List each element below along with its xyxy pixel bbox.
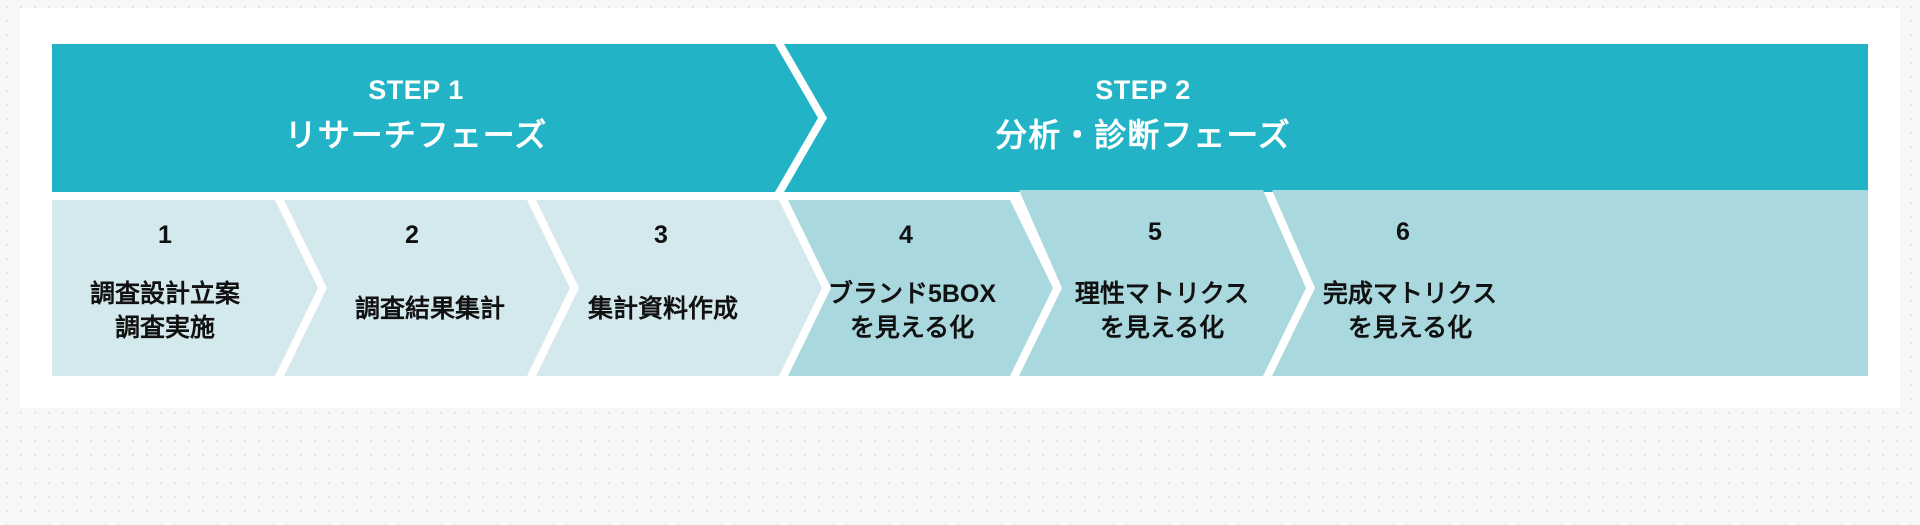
step-4-label-line-2: を見える化 xyxy=(850,314,974,342)
step-6-shape[interactable] xyxy=(1272,190,1868,376)
step-2-number: 2 xyxy=(405,221,419,249)
step-4-label-line-1: ブランド5BOX xyxy=(828,279,996,308)
step-5-number: 5 xyxy=(1148,218,1162,246)
step-5-shape[interactable] xyxy=(1019,190,1306,376)
phase-2-step-label: STEP 2 xyxy=(1095,75,1191,105)
phase-1-step-label: STEP 1 xyxy=(368,75,464,105)
step-4-number: 4 xyxy=(899,221,913,249)
step-1-label-line-1: 調査設計立案 xyxy=(90,279,241,308)
step-6-number: 6 xyxy=(1396,218,1410,246)
phase-1-header-shape[interactable] xyxy=(52,44,818,192)
step-2-label-line-1: 調査結果集計 xyxy=(355,294,505,323)
step-3-shape[interactable] xyxy=(536,200,822,376)
step-3-number: 3 xyxy=(654,221,668,249)
step-2-shape[interactable] xyxy=(284,200,570,376)
step-5-label-line-2: を見える化 xyxy=(1100,314,1224,342)
step-6-label-line-1: 完成マトリクス xyxy=(1323,279,1497,308)
step-4-shape[interactable] xyxy=(788,200,1053,376)
phase-2-name: 分析・診断フェーズ xyxy=(995,117,1290,153)
phase-header-band: STEP 1 リサーチフェーズ STEP 2 分析・診断フェーズ xyxy=(52,44,1868,192)
phase-1-name: リサーチフェーズ xyxy=(285,117,547,153)
step-1-number: 1 xyxy=(158,221,172,249)
step-1-label-line-2: 調査実施 xyxy=(115,313,215,342)
step-6-label-line-2: を見える化 xyxy=(1348,314,1472,342)
step-3-label-line-1: 集計資料作成 xyxy=(587,294,738,323)
step-5-label-line-1: 理性マトリクス xyxy=(1075,280,1249,308)
phase-2-header-shape[interactable] xyxy=(784,44,1868,192)
step-1-shape[interactable] xyxy=(52,200,318,376)
step-chevron-row: 1 2 3 4 5 6 調査設計立案 調査実施 調査結果集計 集計資料作成 ブラ… xyxy=(52,190,1868,376)
